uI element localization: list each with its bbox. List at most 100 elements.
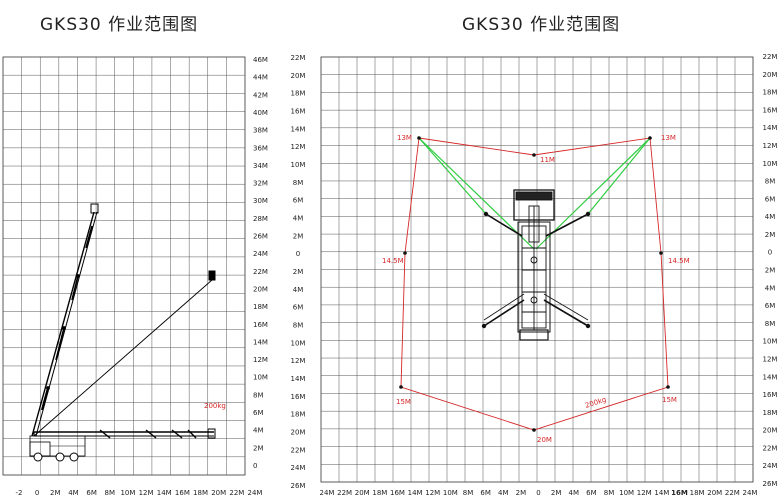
left-y-tick-label: 6M: [253, 409, 264, 417]
left-y-tick-label: 24M: [253, 250, 268, 258]
right-x-tick-label: 22M: [337, 489, 352, 497]
left-y-tick-label: 18M: [253, 303, 268, 311]
left-y-tick-label: 42M: [253, 91, 268, 99]
right-x-tick-label: 20M: [707, 489, 722, 497]
envelope-point: [532, 153, 536, 157]
left-x-tick-label: 10M: [120, 489, 135, 497]
middle-tick-label: 4M: [293, 286, 304, 294]
middle-tick-label: 20M: [291, 429, 306, 437]
right-x-tick-label: 8M: [463, 489, 474, 497]
right-y-tick-label: 16M: [763, 106, 778, 114]
outrigger-pads: [481, 211, 591, 329]
envelope-points: [399, 136, 670, 432]
right-x-tick-label: 10M: [443, 489, 458, 497]
middle-tick-label: 4M: [293, 215, 304, 223]
right-y-tick-label: 20M: [763, 427, 778, 435]
envelope-point: [659, 251, 663, 255]
working-range-envelope: [400, 137, 669, 431]
right-x-tick-label: 2M: [551, 489, 562, 497]
left-x-tick-label: 0: [35, 489, 39, 497]
left-y-tick-label: 14M: [253, 338, 268, 346]
left-grid-border: [2, 56, 246, 476]
middle-tick-label: 0: [296, 250, 300, 258]
middle-tick-label: 18M: [291, 411, 306, 419]
right-y-tick-label: 20M: [763, 71, 778, 79]
right-y-tick-label: 12M: [763, 355, 778, 363]
middle-tick-label: 22M: [291, 54, 306, 62]
left-y-tick-label: 22M: [253, 268, 268, 276]
right-x-tick-label: 6M: [480, 489, 491, 497]
right-y-tick-label: 10M: [763, 160, 778, 168]
envelope-point-label: 15M: [662, 396, 677, 404]
right-x-tick-label: 4M: [569, 489, 580, 497]
right-y-tick-label: 16M: [763, 391, 778, 399]
right-x-tick-label: 16M: [390, 489, 405, 497]
right-y-tick-label: 14M: [763, 124, 778, 132]
middle-tick-label: 12M: [291, 357, 306, 365]
left-y-tick-label: 44M: [253, 74, 268, 82]
right-x-tick-label: 10M: [619, 489, 634, 497]
left-y-tick-label: 32M: [253, 180, 268, 188]
left-y-tick-label: 16M: [253, 321, 268, 329]
envelope-point: [403, 251, 407, 255]
left-x-tick-label: 8M: [105, 489, 116, 497]
middle-tick-label: 2M: [293, 268, 304, 276]
middle-tick-label: 20M: [291, 72, 306, 80]
left-y-tick-label: 10M: [253, 374, 268, 382]
middle-tick-label: 14M: [291, 125, 306, 133]
left-x-tick-label: 6M: [86, 489, 97, 497]
right-y-tick-label: 4M: [765, 213, 776, 221]
right-y-tick-label: 26M: [763, 480, 778, 488]
right-y-tick-label: 24M: [763, 462, 778, 470]
left-y-tick-label: 40M: [253, 109, 268, 117]
left-y-tick-label: 4M: [253, 427, 264, 435]
left-y-tick-label: 34M: [253, 162, 268, 170]
left-x-tick-label: 4M: [68, 489, 79, 497]
envelope-point: [417, 136, 421, 140]
right-y-tick-label: 18M: [763, 409, 778, 417]
right-grid: [320, 56, 754, 483]
left-x-tick-label: 12M: [139, 489, 154, 497]
left-y-tick-label: 0: [253, 462, 257, 470]
envelope-point-label: 15M: [396, 398, 411, 406]
right-x-tick-label: 8M: [604, 489, 615, 497]
middle-tick-label: 2M: [293, 232, 304, 240]
outriggers: [483, 213, 589, 327]
right-y-tick-label: 2M: [765, 267, 776, 275]
right-y-tick-label: 18M: [763, 89, 778, 97]
right-x-tick-label: 4M: [498, 489, 509, 497]
left-chart-title: GKS30 作业范围图: [40, 15, 199, 35]
envelope-point-label: 13M: [661, 134, 676, 142]
left-y-tick-label: 8M: [253, 391, 264, 399]
right-x-tick-label: 24M: [743, 489, 758, 497]
left-y-tick-label: 36M: [253, 144, 268, 152]
truck-side-profile: [29, 203, 216, 462]
left-x-tick-label: 14M: [157, 489, 172, 497]
envelope-point-label: 11M: [540, 156, 555, 164]
left-x-tick-label: 16M: [175, 489, 190, 497]
envelope-point: [532, 428, 536, 432]
right-y-tick-label: 14M: [763, 373, 778, 381]
right-x-tick-label: 12M: [637, 489, 652, 497]
right-x-tick-label: 22M: [725, 489, 740, 497]
middle-tick-label: 12M: [291, 143, 306, 151]
left-y-tick-label: 26M: [253, 233, 268, 241]
right-x-tick-label: 6M: [586, 489, 597, 497]
left-x-tick-label: 24M: [248, 489, 263, 497]
middle-tick-label: 18M: [291, 90, 306, 98]
right-x-tick-label: 18M: [372, 489, 387, 497]
boom-vertical: [31, 203, 99, 437]
right-x-tick-label: 2M: [516, 489, 527, 497]
left-y-tick-label: 28M: [253, 215, 268, 223]
middle-tick-label: 8M: [293, 179, 304, 187]
truck-body: [29, 432, 86, 462]
left-y-tick-label: 2M: [253, 444, 264, 452]
boom-diagonal: [33, 270, 216, 437]
left-y-tick-label: 20M: [253, 285, 268, 293]
envelope-point-label: 14.5M: [382, 257, 404, 265]
middle-tick-label: 6M: [293, 197, 304, 205]
right-y-tick-label: 6M: [765, 302, 776, 310]
